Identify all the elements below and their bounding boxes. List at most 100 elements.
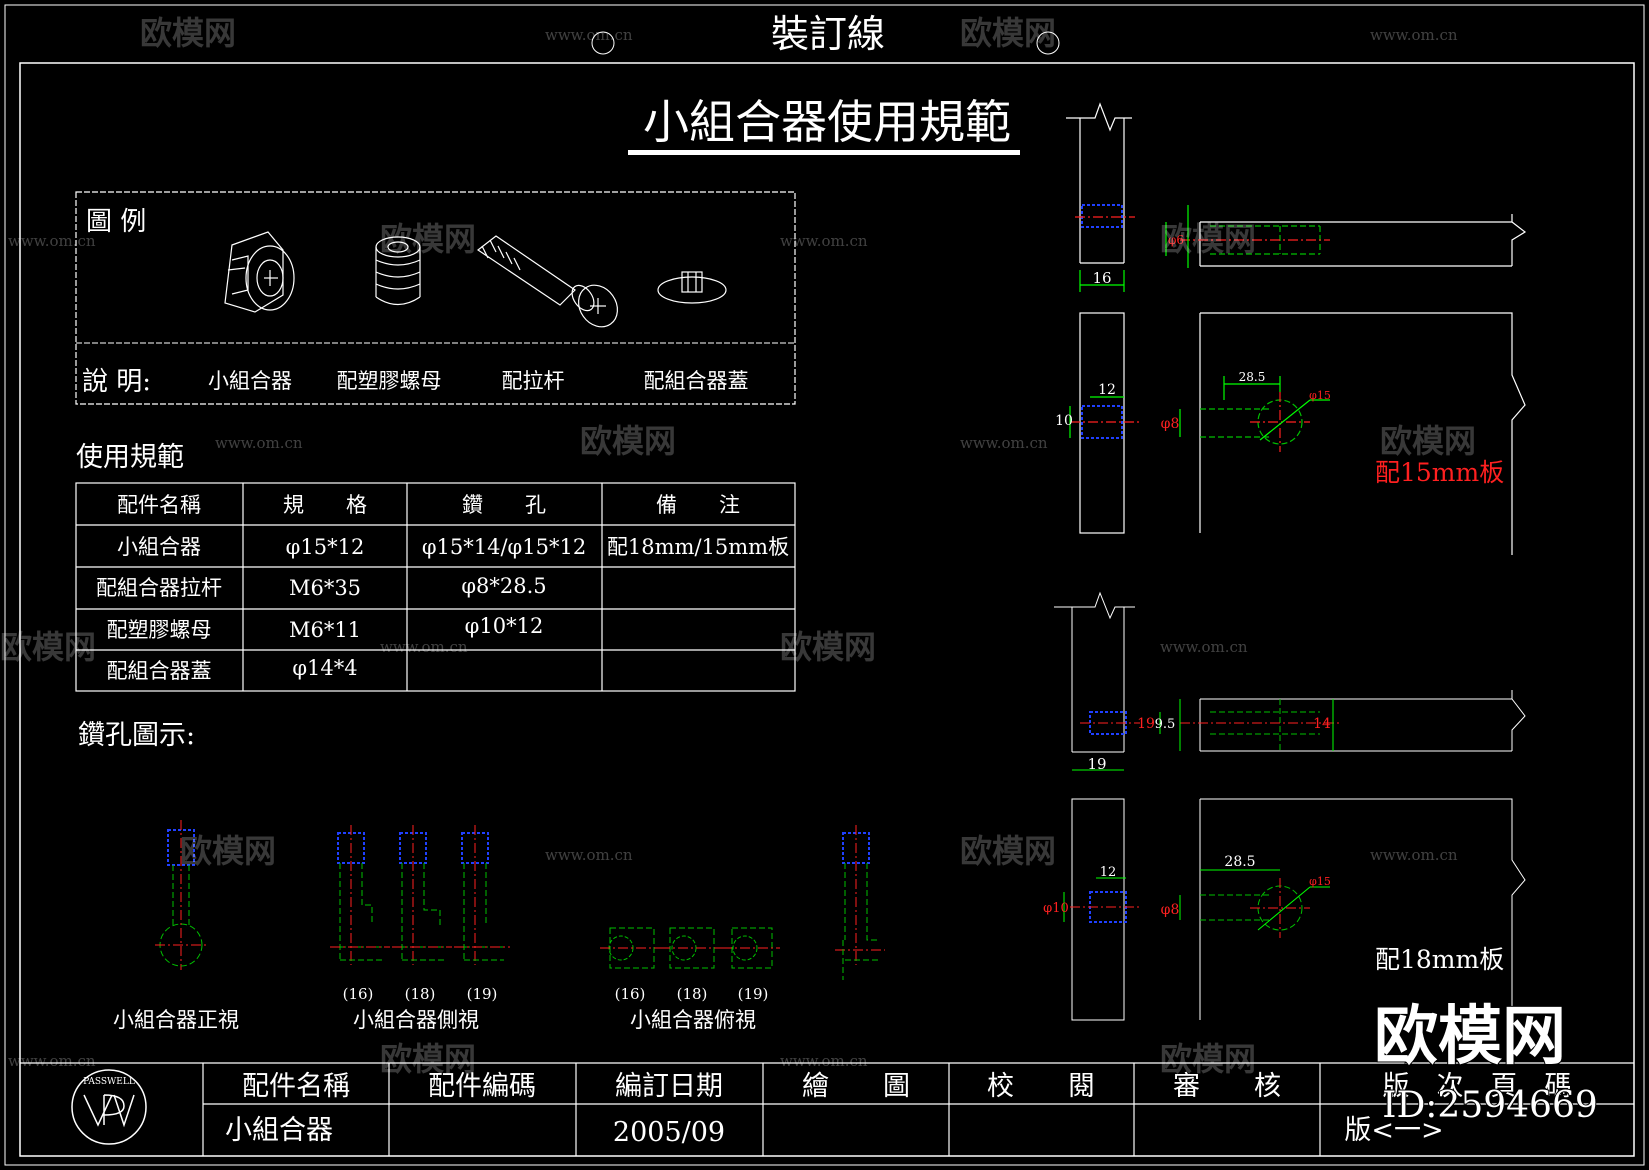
dim-label: φ8 (1161, 902, 1180, 918)
connecting-rod-icon (476, 235, 619, 328)
inner-frame (19, 62, 1635, 1157)
spec-header-name: 配件名稱 (117, 493, 201, 517)
spec-heading: 使用規範 (76, 442, 184, 473)
binding-hole-right (1036, 31, 1060, 55)
dim-label: φ15 (1309, 875, 1331, 888)
watermark-big-brand: 欧模网 (1374, 999, 1566, 1074)
watermark-url: www.om.cn (215, 434, 303, 452)
dim-label: 9.5 (1155, 717, 1176, 732)
tb-header-approve: 審 核 (1173, 1071, 1281, 1102)
legend-explain-label: 說 明: (82, 367, 151, 397)
logo-text: PASSWELL (83, 1077, 135, 1087)
watermark-brand: 欧模网 (380, 220, 476, 258)
tb-header-draw: 繪 圖 (802, 1071, 910, 1102)
tb-value-date: 2005/09 (613, 1117, 725, 1148)
legend-item-cap: 配組合器蓋 (644, 369, 749, 393)
spec-table (75, 482, 796, 692)
top-size-19: (19) (738, 985, 769, 1003)
watermark-brand: 欧模网 (380, 1040, 476, 1078)
side-view-label: 小組合器側視 (353, 1008, 479, 1032)
watermark-url: www.om.cn (960, 434, 1048, 452)
table-cell: φ15*12 (286, 535, 365, 559)
watermark-id: ID:2594669 (1382, 1085, 1598, 1126)
note-18mm: 配18mm板 (1375, 945, 1504, 974)
watermark-brand: 欧模网 (960, 832, 1056, 870)
dim-label: φ6 (1168, 233, 1184, 247)
cam-lock-icon (224, 231, 295, 313)
watermark-brand: 欧模网 (1160, 220, 1256, 258)
dim-label: 28.5 (1224, 854, 1255, 870)
legend-heading: 圖 例 (86, 207, 146, 237)
table-cell: 配組合器拉杆 (96, 576, 222, 600)
drill-heading: 鑽孔圖示: (78, 720, 195, 751)
watermark-url-layer: www.om.cn www.om.cn www.om.cn www.om.cn … (8, 26, 1458, 1070)
watermark-url: www.om.cn (545, 26, 633, 44)
right-bottom-diagram (1054, 591, 1526, 1021)
watermark-url: www.om.cn (380, 638, 468, 656)
dim-label: φ10 (1043, 901, 1069, 916)
right-top-diagram (1066, 102, 1527, 555)
dim-label: 28.5 (1239, 370, 1266, 384)
note-15mm: 配15mm板 (1375, 458, 1504, 487)
dim-label: φ8 (1161, 416, 1180, 432)
watermark-layer: 欧模网 欧模网 欧模网 欧模网 欧模网 欧模网 欧模网 欧模网 欧模网 欧模网 … (0, 14, 1476, 1078)
spec-header-spec: 規 格 (283, 493, 367, 517)
company-logo: PASSWELL (71, 1069, 147, 1145)
legend-item-rod: 配拉杆 (502, 369, 565, 393)
tb-header-version: 版 次 頁 碼 (1383, 1071, 1572, 1102)
watermark-url: www.om.cn (545, 846, 633, 864)
front-view-label: 小組合器正視 (113, 1008, 239, 1032)
tb-header-code: 配件編碼 (428, 1071, 536, 1102)
spec-header-note: 備 注 (656, 493, 740, 517)
top-view-diagrams (600, 927, 780, 969)
watermark-brand: 欧模网 (780, 628, 876, 666)
watermark-brand: 欧模网 (580, 422, 676, 460)
watermark-brand: 欧模网 (180, 832, 276, 870)
watermark-brand: 欧模网 (0, 628, 96, 666)
top-view-label: 小組合器俯視 (630, 1008, 756, 1032)
watermark-url: www.om.cn (780, 232, 868, 250)
top-size-16: (16) (615, 985, 646, 1003)
table-cell: 配組合器蓋 (107, 659, 212, 683)
side-size-16: (16) (343, 985, 374, 1003)
top-size-18: (18) (677, 985, 708, 1003)
spec-header-drill: 鑽 孔 (462, 493, 546, 517)
table-cell: M6*35 (289, 576, 361, 600)
watermark-url: www.om.cn (1370, 26, 1458, 44)
watermark-brand: 欧模网 (960, 14, 1056, 52)
title-block (20, 1062, 1634, 1156)
binding-hole-left (591, 31, 615, 55)
watermark-url: www.om.cn (8, 1052, 96, 1070)
watermark-brand: 欧模网 (1160, 1040, 1256, 1078)
tb-header-name: 配件名稱 (242, 1071, 350, 1102)
tb-value-version: 版<一> (1344, 1115, 1443, 1146)
dim-label: 16 (1092, 269, 1111, 287)
table-cell: φ10*12 (465, 614, 544, 638)
dim-label: 12 (1098, 382, 1116, 398)
table-cell: 配18mm/15mm板 (607, 535, 789, 559)
watermark-brand: 欧模网 (140, 14, 236, 52)
cap-icon (657, 271, 727, 304)
dim-label: 19 (1087, 755, 1106, 773)
dim-label: φ15 (1309, 389, 1331, 402)
table-cell: φ14*4 (292, 656, 357, 680)
tb-header-review: 校 閱 (987, 1071, 1095, 1102)
dim-label: 19 (1137, 716, 1155, 732)
binding-line-label: 裝訂線 (771, 12, 885, 56)
watermark-url: www.om.cn (1370, 846, 1458, 864)
side-size-19: (19) (467, 985, 498, 1003)
table-cell: 配塑膠螺母 (107, 618, 212, 642)
legend-box: 圖 例 說 明: 小組合器 配塑膠螺母 配拉杆 配組合器蓋 (75, 191, 796, 405)
tb-header-date: 編訂日期 (615, 1071, 723, 1102)
side-size-18: (18) (405, 985, 436, 1003)
edge-view-diagram (835, 825, 885, 980)
plastic-nut-icon (375, 236, 421, 306)
watermark-brand: 欧模网 (1380, 422, 1476, 460)
dim-label: 10 (1055, 413, 1073, 429)
table-cell: φ8*28.5 (461, 574, 546, 598)
table-cell: φ15*14/φ15*12 (422, 535, 586, 559)
title-underline (628, 150, 1020, 155)
watermark-url: www.om.cn (780, 1052, 868, 1070)
outer-frame (4, 4, 1645, 1166)
